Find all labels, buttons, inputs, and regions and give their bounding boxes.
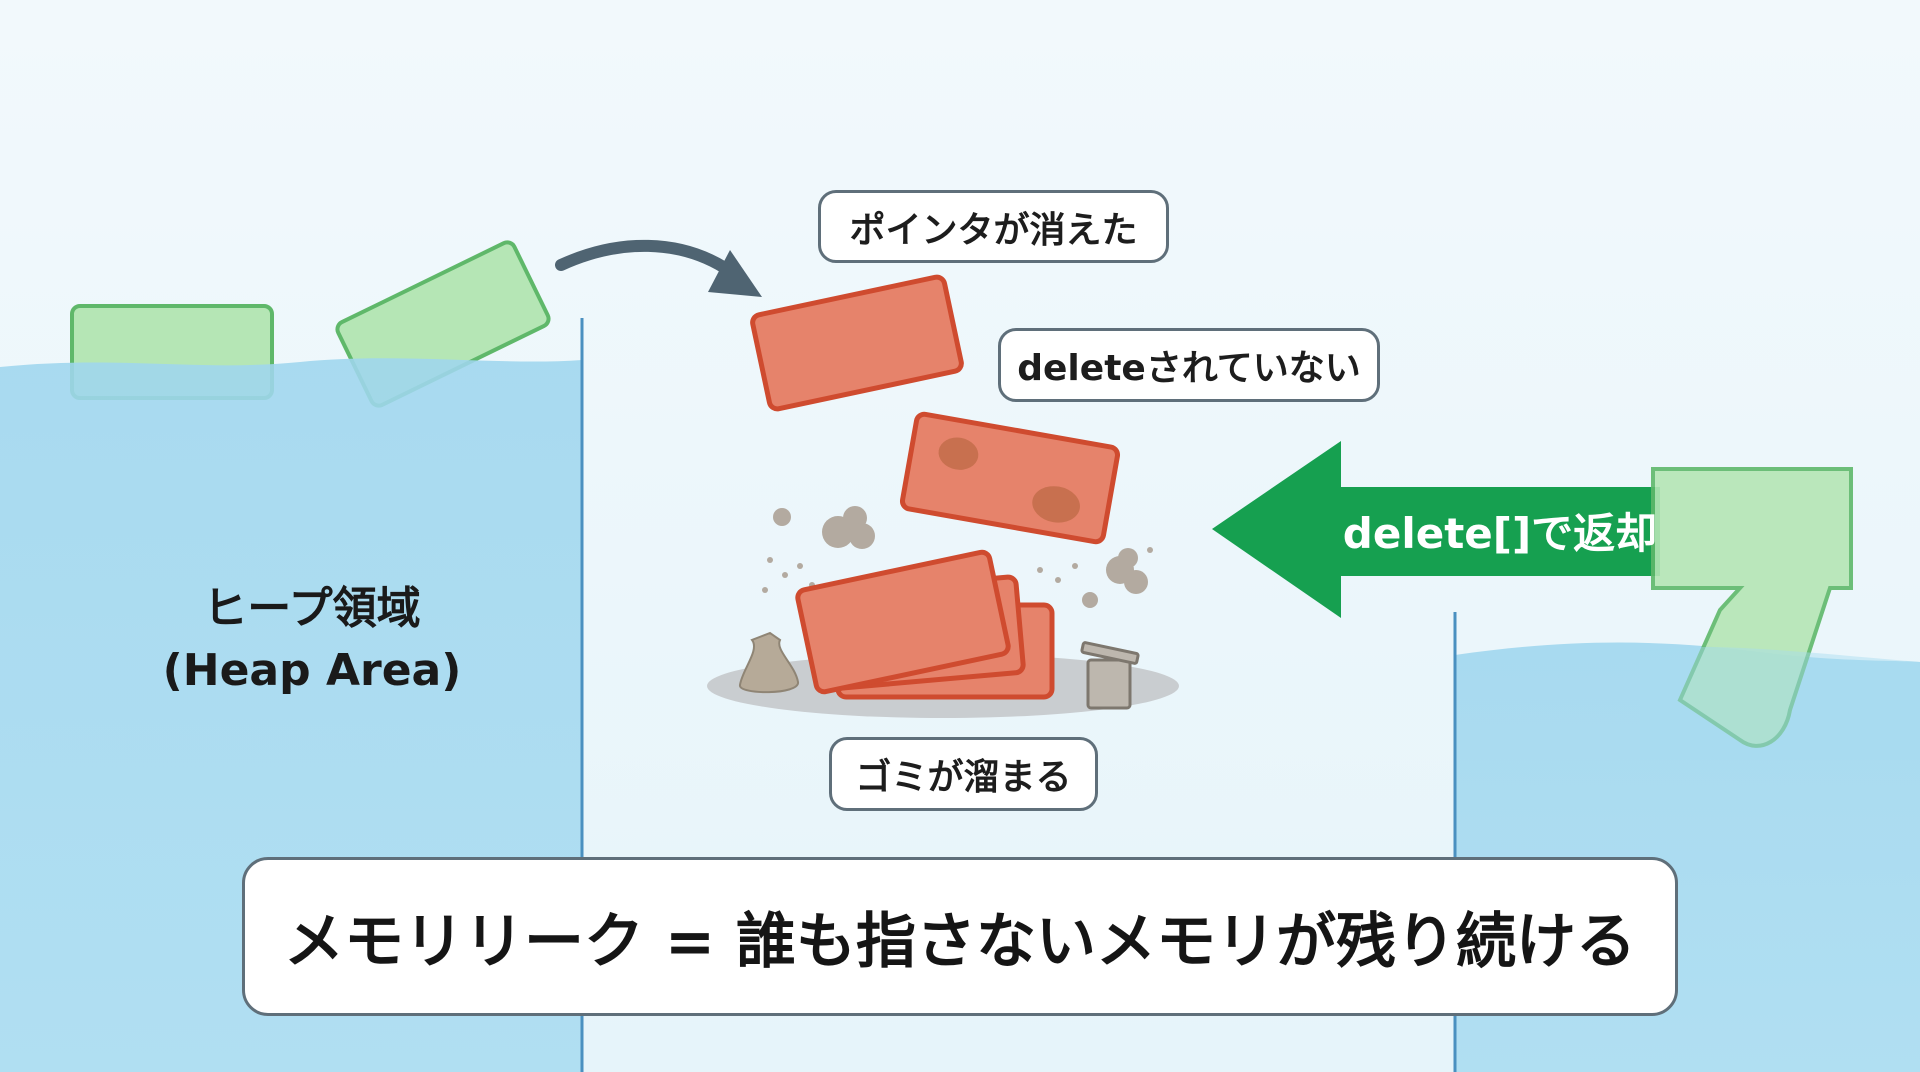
heap-water-right-overlay — [1640, 646, 1920, 760]
heap-label-ja: ヒープ領域 — [203, 583, 421, 634]
leaked-block-dirty — [899, 411, 1121, 545]
return-arrow-icon — [1212, 441, 1660, 618]
bubble-not-deleted: deleteされていない — [998, 328, 1380, 402]
garbage-bag-icon — [739, 631, 799, 694]
leaked-block-stack — [795, 549, 1055, 700]
heap-label-en: (Heap Area) — [162, 645, 462, 696]
caption-box: メモリリーク = 誰も指さないメモリが残り続ける — [242, 857, 1678, 1016]
dust-cloud-icon — [762, 506, 1153, 608]
bubble-text: deleteされていない — [1017, 348, 1361, 389]
returned-block — [1651, 467, 1853, 748]
trash-can-icon — [1080, 641, 1140, 710]
heap-area-label: ヒープ領域 (Heap Area) — [112, 578, 512, 702]
bubble-pointer-lost: ポインタが消えた — [818, 190, 1169, 263]
bubble-text: ポインタが消えた — [849, 209, 1138, 251]
bubble-garbage: ゴミが溜まる — [829, 737, 1098, 811]
fall-arrowhead-icon — [708, 250, 762, 297]
return-arrow-label: delete[]で返却 — [1342, 509, 1658, 558]
fall-arrow-icon — [555, 239, 731, 274]
bubble-text: ゴミが溜まる — [855, 757, 1072, 798]
leaked-block — [750, 274, 964, 412]
caption-text: メモリリーク = 誰も指さないメモリが残り続ける — [283, 907, 1637, 977]
